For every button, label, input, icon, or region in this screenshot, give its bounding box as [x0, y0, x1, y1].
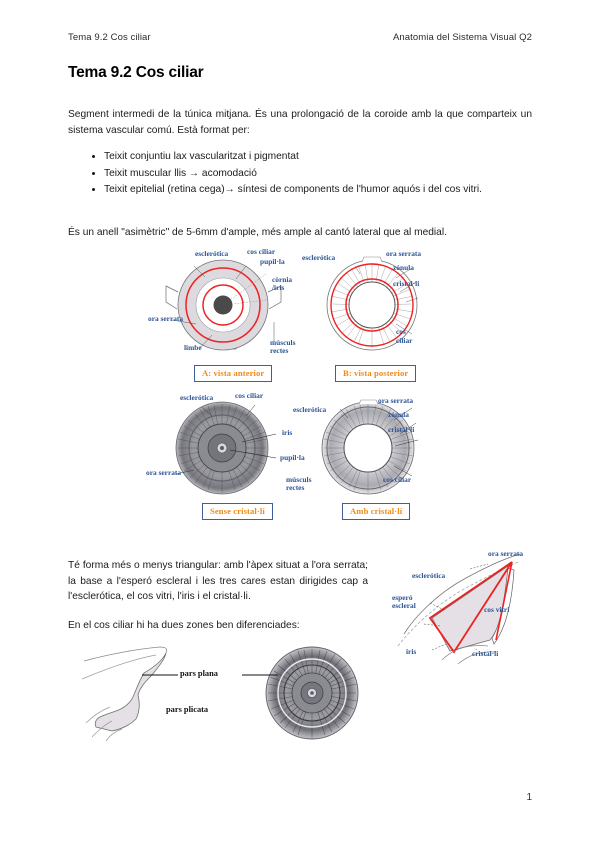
figure-anterior-posterior-views: esclerótica cos ciliar pupil·la còrnia /… — [148, 247, 450, 392]
figure-ciliary-body-triangle: ora serrata esclerótica esperó escleral … — [392, 548, 581, 668]
label-ora-serrata-a: ora serrata — [148, 314, 184, 323]
label-ora-serrata-row2b: ora serrata — [378, 396, 414, 405]
label-ciliar-b: ciliar — [396, 336, 413, 345]
anell-paragraph: És un anell "asimètric" de 5-6mm d'ample… — [68, 227, 447, 238]
label-pupilla-a: pupil·la — [260, 257, 285, 266]
list-item: Teixit epitelial (retina cega)→ síntesi … — [104, 182, 556, 199]
running-header-right: Anatomia del Sistema Visual Q2 — [392, 32, 532, 43]
label-musculs-a: músculs — [270, 338, 296, 347]
label-cos-ciliar-row2a: cos ciliar — [235, 391, 264, 400]
caption-vista-anterior: A: vista anterior — [194, 365, 273, 382]
eye-views-drawing — [165, 256, 419, 351]
label-cornia-a: còrnia — [272, 275, 293, 284]
feature-bullet-list: Teixit conjuntiu lax vascularitzat i pig… — [80, 149, 556, 199]
label-limbe-a: limbe — [184, 343, 202, 352]
label-zonula-row2b: zónula — [388, 410, 409, 419]
label-esclerotica-row2a: esclerótica — [180, 393, 214, 402]
label-cristalli-row2b: cristal·li — [388, 425, 415, 434]
label-ora-serrata-triangle: ora serrata — [488, 549, 524, 558]
ciliary-body-photo — [242, 646, 359, 740]
label-espero-triangle: esperó — [392, 593, 413, 602]
label-cos-b: cos — [396, 327, 406, 336]
ciliary-section-sketch — [82, 646, 178, 742]
triangle-section-drawing — [397, 553, 521, 665]
posterior-eye-diagram — [326, 256, 419, 351]
intro-paragraph: Segment intermedi de la túnica mitjana. … — [68, 109, 532, 136]
label-cos-vitri-triangle: cos vitri — [484, 605, 510, 614]
label-esclerotica-triangle: esclerótica — [412, 571, 446, 580]
label-escleral-triangle: escleral — [392, 601, 416, 610]
figure-pars-plana-plicata: pars plana pars plicata — [82, 645, 382, 745]
label-iris-a: /iris — [272, 283, 285, 292]
pars-drawing — [82, 646, 359, 742]
label-zonula-b: zónula — [393, 263, 414, 272]
label-pars-plicata: pars plicata — [166, 705, 209, 714]
label-musculs-row2a: músculs — [286, 475, 312, 484]
label-rectes-a: rectes — [270, 346, 289, 355]
caption-vista-posterior: B: vista posterior — [335, 365, 417, 382]
label-esclerotica-a: esclerótica — [195, 249, 229, 258]
list-item: Teixit muscular llis → acomodació — [104, 166, 556, 183]
eye-photo-without-lens — [175, 401, 277, 495]
running-header: Tema 9.2 Cos ciliar Anatomia del Sistema… — [68, 32, 532, 43]
label-iris-row2a: iris — [282, 428, 293, 437]
label-ora-serrata-b: ora serrata — [386, 249, 422, 258]
anterior-eye-diagram — [165, 259, 282, 351]
caption-amb-cristalli: Amb cristal·lí — [342, 503, 411, 520]
label-pars-plana: pars plana — [180, 669, 218, 678]
label-cristalli-triangle: cristal·li — [472, 649, 499, 658]
label-esclerotica-b: esclerótica — [302, 253, 336, 262]
zones-paragraph: En el cos ciliar hi ha dues zones ben di… — [68, 620, 300, 631]
figure-lens-comparison: esclerótica cos ciliar iris pupil·la ora… — [146, 391, 450, 531]
label-cos-ciliar-a: cos ciliar — [247, 247, 276, 256]
label-cos-ciliar-row2b: cos ciliar — [383, 475, 412, 484]
forma-paragraph: Té forma més o menys triangular: amb l'à… — [68, 560, 368, 602]
label-rectes-row2a: rectes — [286, 483, 305, 492]
list-item: Teixit conjuntiu lax vascularitzat i pig… — [104, 149, 556, 166]
label-pupilla-row2a: pupil·la — [280, 453, 305, 462]
page-number: 1 — [526, 792, 532, 803]
label-ora-serrata-row2a: ora serrata — [146, 468, 182, 477]
caption-sense-cristalli: Sense cristal·lí — [202, 503, 273, 520]
label-cristalli-b: cristal·li — [393, 279, 420, 288]
page-title: Tema 9.2 Cos ciliar — [68, 64, 204, 81]
label-iris-triangle: iris — [406, 647, 417, 656]
running-header-left: Tema 9.2 Cos ciliar — [68, 32, 151, 43]
label-esclerotica-row2b: esclerótica — [293, 405, 327, 414]
eye-photo-with-lens — [321, 399, 419, 495]
lens-comparison-drawing — [175, 399, 419, 495]
